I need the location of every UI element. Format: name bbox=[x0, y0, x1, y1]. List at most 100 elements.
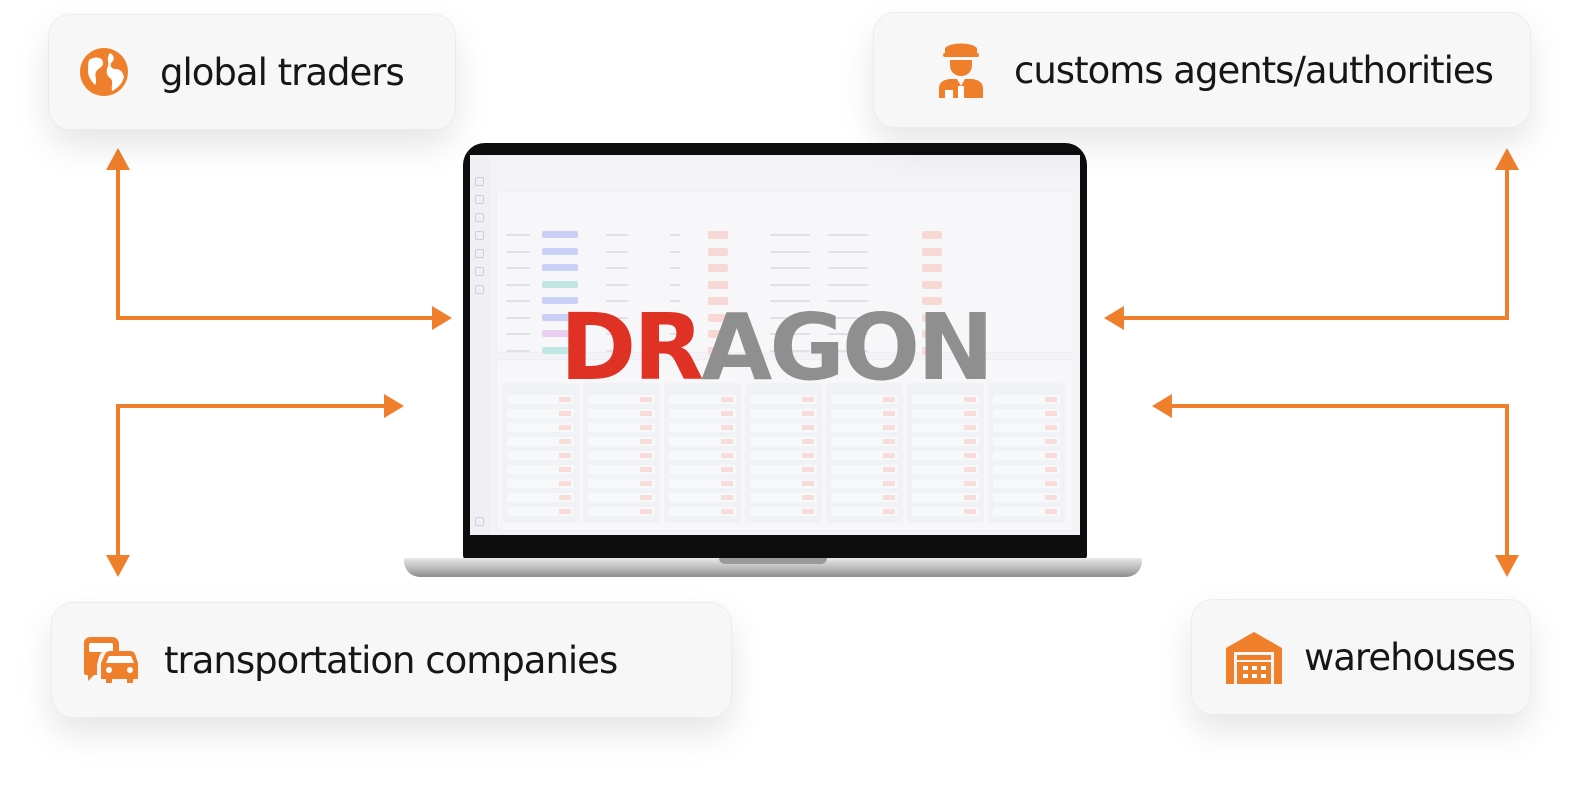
time-badge bbox=[708, 330, 728, 338]
row-id-bar bbox=[506, 300, 530, 302]
overall-badge bbox=[922, 297, 942, 305]
row-id-bar bbox=[506, 316, 530, 319]
time-bar bbox=[670, 316, 680, 319]
planned-date-bar bbox=[828, 250, 868, 253]
start-date-bar bbox=[770, 300, 810, 302]
prio-entry bbox=[669, 507, 736, 516]
prio-entry bbox=[993, 451, 1060, 460]
prio-entry bbox=[831, 409, 898, 418]
arrow-dragon-to-transport bbox=[116, 404, 390, 563]
time-badge bbox=[708, 280, 728, 289]
overall-badge bbox=[922, 280, 942, 289]
start-date-bar bbox=[770, 267, 810, 269]
start-date-bar bbox=[770, 316, 810, 319]
laptop-notch bbox=[719, 558, 827, 564]
prio-entry bbox=[507, 409, 574, 418]
arrowhead-down-transport bbox=[106, 555, 130, 577]
row-id-bar bbox=[506, 250, 530, 253]
prio-entry bbox=[831, 437, 898, 446]
time-badge bbox=[708, 264, 728, 272]
time-bar bbox=[670, 234, 680, 236]
overall-badge bbox=[922, 313, 942, 322]
prio-entry bbox=[507, 493, 574, 502]
dashboard-sidebar bbox=[470, 155, 490, 535]
status-pill bbox=[542, 313, 578, 321]
prio-entry bbox=[993, 493, 1060, 502]
prio-entry bbox=[507, 479, 574, 488]
globe-icon bbox=[79, 47, 129, 97]
overall-badge bbox=[922, 330, 942, 338]
time-badge bbox=[708, 297, 728, 305]
customer-bar bbox=[606, 316, 628, 319]
arrow-traders-to-dragon bbox=[116, 158, 433, 320]
prio-entry bbox=[507, 437, 574, 446]
dragon-logo: DRAGON bbox=[0, 298, 1551, 398]
prio-entry bbox=[507, 507, 574, 516]
customs-card: customs agents/authorities bbox=[873, 12, 1531, 128]
prio-entry bbox=[507, 395, 574, 404]
prio-entry bbox=[750, 409, 817, 418]
prio-entry bbox=[912, 395, 979, 404]
row-id-bar bbox=[506, 349, 530, 352]
progress-tracker-panel bbox=[496, 191, 1074, 353]
prio-entry bbox=[912, 409, 979, 418]
prio-column bbox=[502, 383, 579, 523]
planned-date-bar bbox=[828, 267, 868, 269]
prio-entry bbox=[831, 479, 898, 488]
transportation-card: transportation companies bbox=[51, 602, 732, 718]
time-bar bbox=[670, 250, 680, 253]
customer-bar bbox=[606, 349, 628, 352]
prio-entry bbox=[831, 493, 898, 502]
overall-badge bbox=[922, 231, 942, 239]
prio-entry bbox=[669, 409, 736, 418]
arrow-dragon-to-warehouses bbox=[1170, 404, 1509, 563]
time-badge bbox=[708, 247, 728, 256]
customs-label: customs agents/authorities bbox=[1014, 48, 1494, 92]
prio-entry bbox=[669, 395, 736, 404]
time-bar bbox=[670, 333, 680, 335]
warehouses-card: warehouses bbox=[1191, 599, 1531, 715]
prio-entry bbox=[831, 507, 898, 516]
prio-entry bbox=[669, 437, 736, 446]
prio-entry bbox=[750, 451, 817, 460]
prio-entry bbox=[831, 465, 898, 474]
dashboard-screenshot bbox=[470, 155, 1080, 535]
prio-entry bbox=[993, 395, 1060, 404]
planned-date-bar bbox=[828, 349, 868, 352]
prio-entry bbox=[669, 423, 736, 432]
prio-entry bbox=[588, 451, 655, 460]
prio-column bbox=[988, 383, 1065, 523]
laptop-base bbox=[404, 558, 1142, 577]
status-pill bbox=[542, 330, 578, 337]
customer-bar bbox=[606, 283, 628, 286]
time-badge bbox=[708, 231, 728, 239]
global-traders-label: global traders bbox=[160, 50, 405, 94]
time-bar bbox=[670, 267, 680, 269]
prio-column bbox=[907, 383, 984, 523]
prio-entry bbox=[588, 409, 655, 418]
prio-entry bbox=[993, 437, 1060, 446]
prio-entry bbox=[993, 479, 1060, 488]
transportation-label: transportation companies bbox=[164, 638, 618, 682]
prio-entry bbox=[588, 423, 655, 432]
prio-column bbox=[664, 383, 741, 523]
prio-entry bbox=[912, 465, 979, 474]
status-pill bbox=[542, 264, 578, 271]
time-bar bbox=[670, 300, 680, 302]
overall-badge bbox=[922, 346, 942, 355]
row-id-bar bbox=[506, 333, 530, 335]
prio-entry bbox=[750, 479, 817, 488]
warehouses-label: warehouses bbox=[1304, 635, 1516, 679]
customer-bar bbox=[606, 333, 628, 335]
laptop-lid bbox=[463, 143, 1087, 561]
customer-bar bbox=[606, 234, 628, 236]
prio-entry bbox=[507, 465, 574, 474]
warehouse-icon bbox=[1224, 630, 1284, 684]
time-bar bbox=[670, 349, 680, 352]
customer-bar bbox=[606, 300, 628, 302]
prio-entry bbox=[588, 437, 655, 446]
start-date-bar bbox=[770, 283, 810, 286]
prio-entry bbox=[993, 507, 1060, 516]
prio-entry bbox=[750, 465, 817, 474]
prio-entry bbox=[912, 451, 979, 460]
